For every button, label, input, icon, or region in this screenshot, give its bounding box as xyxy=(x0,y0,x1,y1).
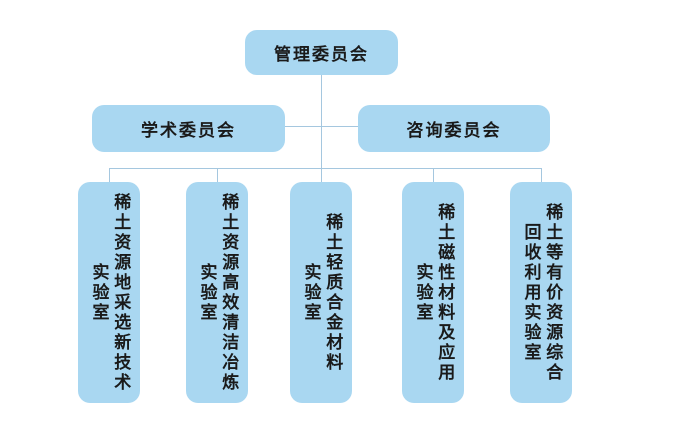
lab1-title: 稀土资源地采选新技术 xyxy=(111,192,131,393)
connector-center-vertical xyxy=(321,75,322,182)
lab5-suffix: 回收利用实验室 xyxy=(521,222,541,363)
node-management-committee: 管理委员会 xyxy=(245,30,398,75)
connector-level2-horizontal xyxy=(285,126,358,127)
advisory-committee-label: 咨询委员会 xyxy=(406,121,502,140)
connector-stub-lab4 xyxy=(433,168,434,182)
lab4-title: 稀土磁性材料及应用 xyxy=(435,202,455,383)
lab-valuable-resource-recovery: 稀土等有价资源综合 回收利用实验室 xyxy=(510,182,572,403)
lab3-suffix: 实验室 xyxy=(301,262,321,323)
lab4-suffix: 实验室 xyxy=(413,262,433,323)
lab-efficient-clean-smelting: 稀土资源高效清洁冶炼 实验室 xyxy=(186,182,248,403)
management-committee-label: 管理委员会 xyxy=(274,45,369,64)
lab5-title: 稀土等有价资源综合 xyxy=(543,202,563,383)
connector-stub-lab5 xyxy=(541,168,542,182)
connector-bottom-horizontal xyxy=(109,168,541,169)
connector-stub-lab2 xyxy=(217,168,218,182)
lab2-suffix: 实验室 xyxy=(197,262,217,323)
node-advisory-committee: 咨询委员会 xyxy=(358,105,550,152)
lab2-title: 稀土资源高效清洁冶炼 xyxy=(219,192,239,393)
lab1-suffix: 实验室 xyxy=(89,262,109,323)
connector-stub-lab1 xyxy=(109,168,110,182)
lab-light-alloy-materials: 稀土轻质合金材料 实验室 xyxy=(290,182,352,403)
lab-resource-mining-new-tech: 稀土资源地采选新技术 实验室 xyxy=(78,182,140,403)
node-academic-committee: 学术委员会 xyxy=(92,105,285,152)
academic-committee-label: 学术委员会 xyxy=(141,121,236,140)
lab-magnetic-materials-applications: 稀土磁性材料及应用 实验室 xyxy=(402,182,464,403)
lab3-title: 稀土轻质合金材料 xyxy=(323,212,343,373)
